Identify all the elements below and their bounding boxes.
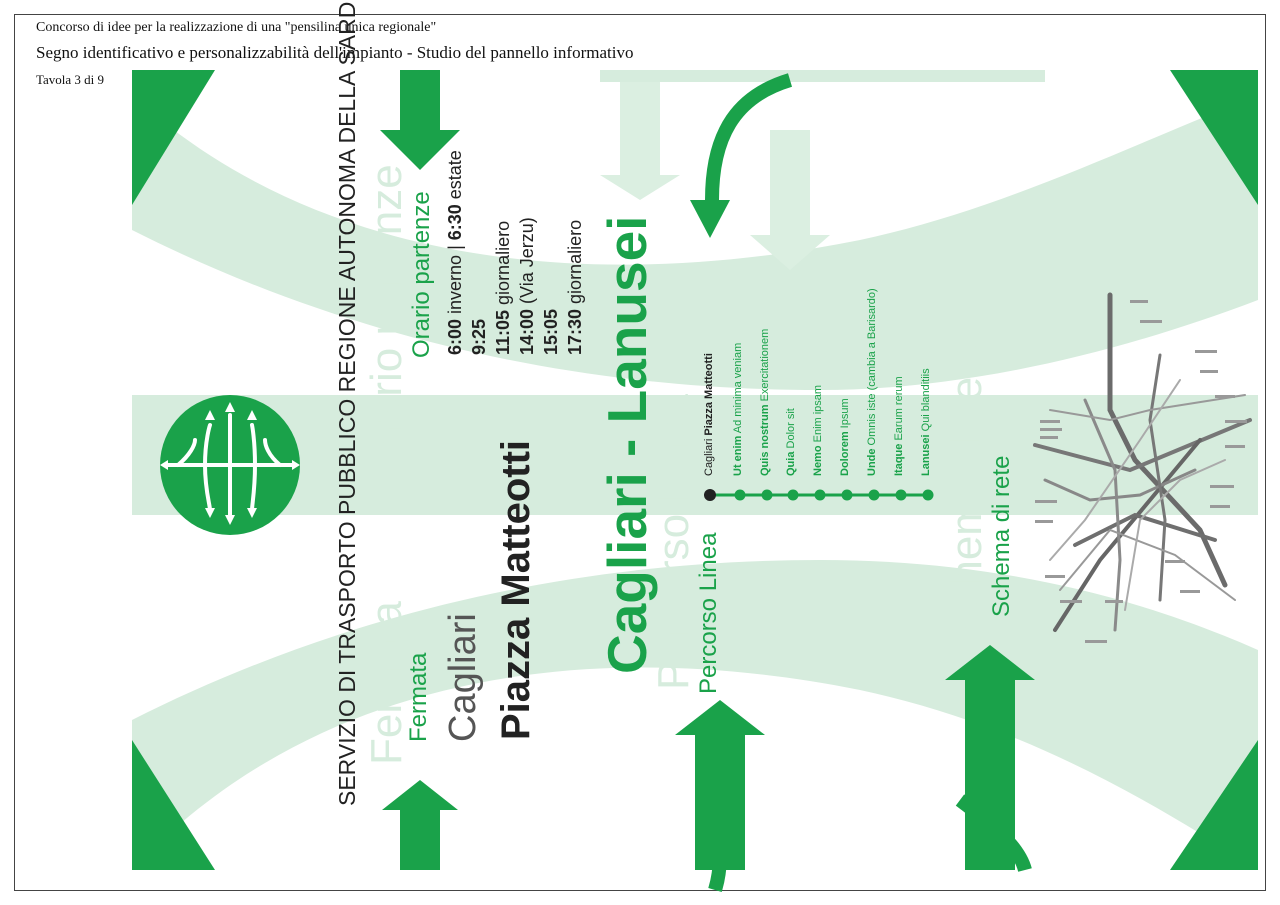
network-map-labels [1035, 300, 1247, 643]
route-stop-label: Cagliari Piazza Matteotti [703, 353, 715, 476]
header-line-3: Tavola 3 di 9 [36, 72, 105, 87]
route-stop-label: Unde Omnis iste (cambia a Barisardo) [866, 288, 878, 476]
route-stop-dot [814, 489, 826, 501]
route-stop-dot-origin [704, 489, 716, 501]
stop-city: Cagliari [442, 613, 484, 742]
service-title: SERVIZIO DI TRASPORTO PUBBLICO REGIONE A… [334, 0, 360, 806]
departure-row: 15:05 [541, 308, 561, 355]
route-stop-label: Dolorem Ipsum [839, 398, 851, 476]
route-title: Cagliari - Lanusei [596, 215, 658, 674]
departure-row: 11:05 giornaliero [493, 220, 513, 355]
route-label-ghost: Percorso Linea [649, 394, 698, 690]
route-stop-label: Ut enim Ad minima veniam [732, 342, 744, 476]
header-line-2: Segno identificativo e personalizzabilit… [36, 43, 634, 62]
route-stop-label: Itaque Earum rerum [893, 376, 905, 476]
stop-label: Fermata [405, 652, 432, 742]
route-stop-dot [787, 489, 799, 501]
departures-label: Orario partenze [408, 191, 435, 358]
header-line-1: Concorso di idee per la realizzazione di… [36, 20, 437, 35]
route-stop-dot [922, 489, 934, 501]
stop-name: Piazza Matteotti [494, 439, 538, 740]
route-stop-label: Quis nostrum Exercitationem [759, 328, 771, 476]
route-stop-dot [761, 489, 773, 501]
network-map [1033, 292, 1252, 632]
departure-row: 6:00 inverno | 6:30 estate [445, 150, 465, 355]
route-line [704, 489, 934, 501]
route-stop-dot [868, 489, 880, 501]
departures-label-ghost: Orario partenze [362, 164, 411, 470]
direction-arrows [380, 70, 1035, 870]
faint-arrows [600, 82, 830, 270]
network-label: Schema di rete [988, 455, 1015, 617]
route-stop-label: Lanusei Qui blanditiis [920, 368, 932, 476]
route-stop-dot [841, 489, 853, 501]
route-stop-dot [734, 489, 746, 501]
departure-row: 17:30 giornaliero [565, 219, 585, 355]
corner-triangles [132, 70, 1258, 870]
stop-label-ghost: Fermata [362, 601, 411, 765]
route-stop-label: Quia Dolor sit [785, 408, 797, 476]
route-stop-dot [895, 489, 907, 501]
route-label: Percorso Linea [695, 532, 722, 694]
departure-row: 9:25 [469, 318, 489, 355]
route-stop-label: Nemo Enim ipsam [812, 384, 824, 476]
departure-row: 14:00 (Via Jerzu) [517, 217, 537, 355]
tree-logo-icon [160, 395, 300, 535]
network-label-ghost: Schema di rete [942, 340, 991, 636]
